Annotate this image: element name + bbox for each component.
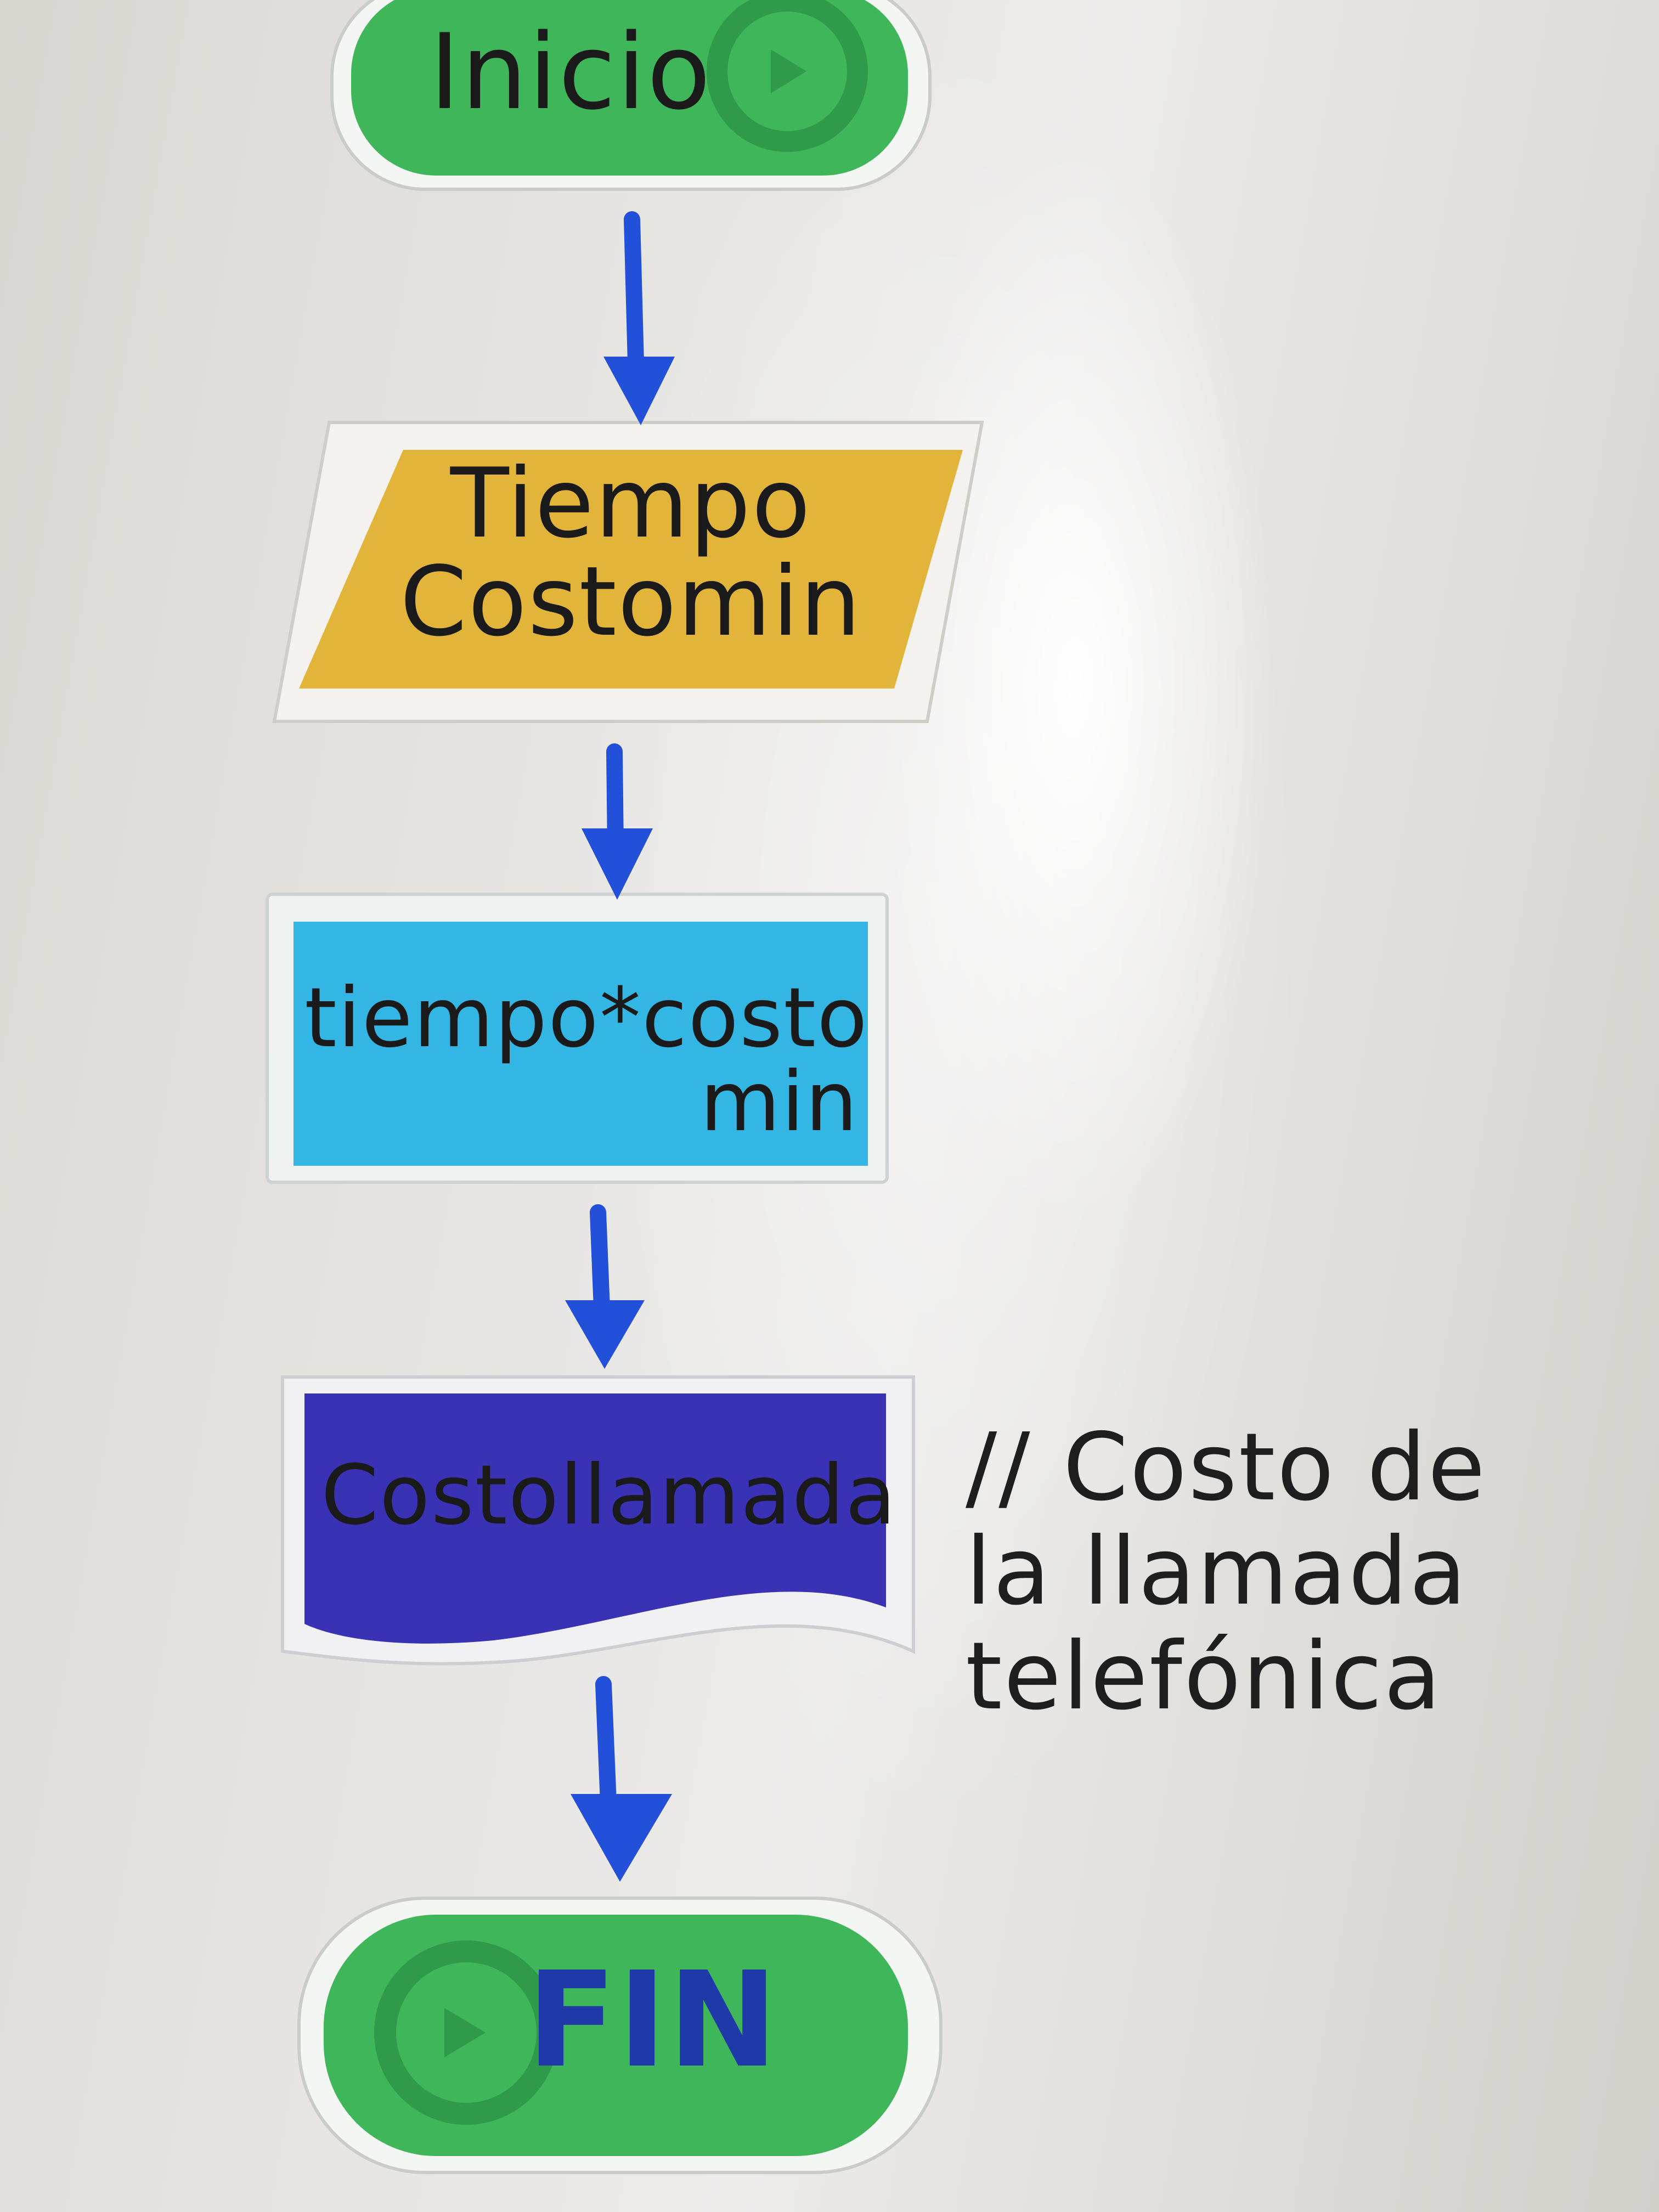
input-label: Tiempo Costomin (399, 448, 862, 658)
output-label: Costollamada (321, 1448, 897, 1543)
input-node (272, 421, 984, 723)
start-label: Inicio (429, 12, 712, 133)
arrow-process-to-output (565, 1204, 645, 1369)
start-node (330, 0, 932, 191)
arrow-start-to-input (603, 211, 675, 425)
end-node (297, 1897, 943, 2174)
arrow-input-to-process (582, 743, 653, 900)
play-icon (707, 0, 868, 152)
output-node (281, 1375, 915, 1666)
play-icon (374, 1940, 558, 2125)
process-node (266, 893, 889, 1184)
process-label: tiempo*costo min (304, 970, 868, 1150)
arrow-output-to-end (571, 1676, 672, 1882)
end-label: FIN (526, 1943, 780, 2097)
annotation-comment: // Costo de la llamada telefónica (966, 1413, 1487, 1731)
